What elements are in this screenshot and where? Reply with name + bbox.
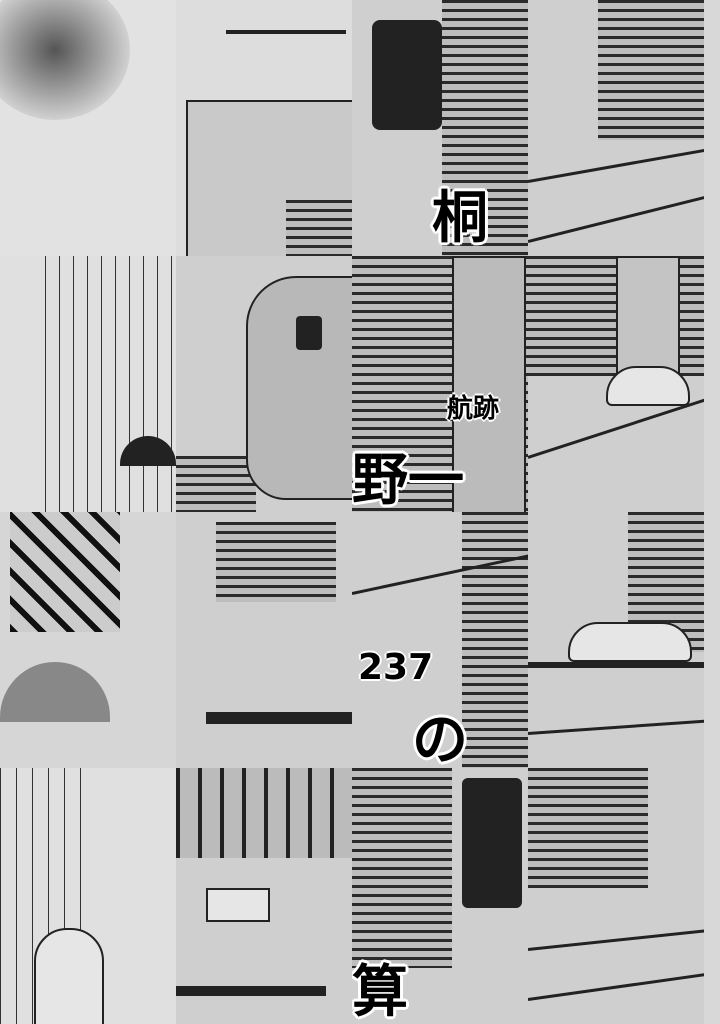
machinery (176, 768, 352, 858)
tile-lattice-mast (0, 512, 176, 768)
vent (286, 200, 352, 256)
arm-patch (296, 316, 322, 350)
boot (606, 366, 690, 406)
tile-boot (528, 256, 704, 512)
railing (226, 30, 346, 34)
shoes (568, 622, 692, 662)
rail-line (528, 145, 704, 183)
striped-wall (176, 456, 256, 512)
smoke-cloud (0, 0, 130, 120)
striped-wall (352, 768, 452, 968)
title-kanji-bottom: 算 (352, 959, 408, 1024)
title-kanji-top: 桐 (432, 185, 488, 251)
rifle (176, 986, 326, 996)
hatch-window (372, 20, 442, 130)
hatch-door (462, 778, 522, 908)
striped-wall (442, 0, 528, 256)
striped-wall (462, 512, 528, 768)
bridge-wall (186, 100, 352, 256)
tile-sky-smoke (0, 0, 176, 256)
tile-ship-bridge (176, 0, 352, 256)
striped-wall (216, 522, 336, 602)
tile-deck-rail (528, 0, 704, 256)
deck-edge (528, 662, 704, 668)
title-kanji-mid: 野一 (352, 447, 464, 512)
tile-rigging-lower (0, 768, 176, 1024)
striped-wall (528, 768, 648, 888)
sailor-sleeve (246, 276, 352, 500)
tile-machinery (176, 768, 352, 1024)
helmet (0, 662, 110, 722)
rail-line (528, 718, 704, 735)
title-kanji-lower: の (412, 707, 468, 768)
ventilator (34, 928, 104, 1024)
trouser-leg (452, 256, 526, 512)
striped-wall (598, 0, 704, 140)
tile-sailor-legs: 航跡 野一 (352, 256, 528, 512)
rail-line (528, 927, 704, 951)
tile-hull (528, 768, 704, 1024)
rigging-wires (45, 256, 176, 512)
rail-line (528, 970, 704, 1001)
lattice-mast (10, 512, 120, 632)
tile-rigging (0, 256, 176, 512)
tile-chapter-number: 237 の (352, 512, 528, 768)
tile-rifle (176, 512, 352, 768)
tile-bottom-title: 算 (352, 768, 528, 1024)
tile-shoes (528, 512, 704, 768)
rifle (206, 712, 352, 724)
rail-line (528, 191, 704, 243)
chapter-number: 237 (358, 647, 434, 688)
panel-box (206, 888, 270, 922)
tile-hatch: 桐 (352, 0, 528, 256)
tile-sailor-arm (176, 256, 352, 512)
subtitle-text: 航跡 (447, 394, 500, 424)
